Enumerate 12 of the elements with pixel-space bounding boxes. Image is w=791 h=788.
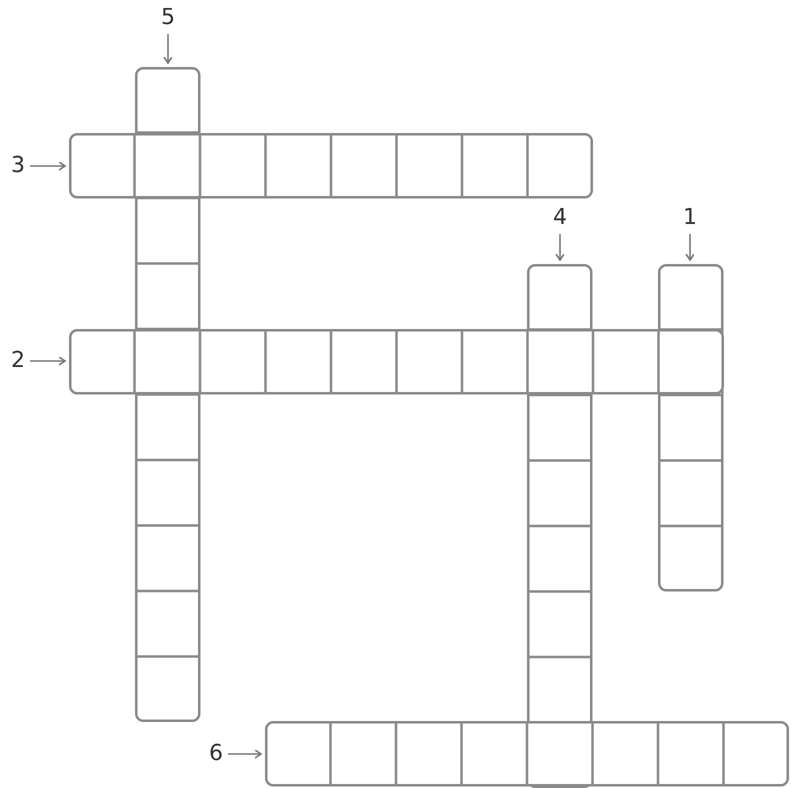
arrow <box>685 234 695 261</box>
arrow <box>555 234 565 261</box>
arrow <box>30 356 66 366</box>
clue-number: 4 <box>550 204 570 232</box>
clue-number: 1 <box>680 204 700 232</box>
arrow <box>228 749 262 759</box>
clue-number: 3 <box>8 152 28 180</box>
clue-number: 6 <box>206 740 226 768</box>
arrow <box>30 161 66 171</box>
clue-number: 5 <box>158 4 178 32</box>
clue-number: 2 <box>8 347 28 375</box>
arrow <box>163 34 173 64</box>
